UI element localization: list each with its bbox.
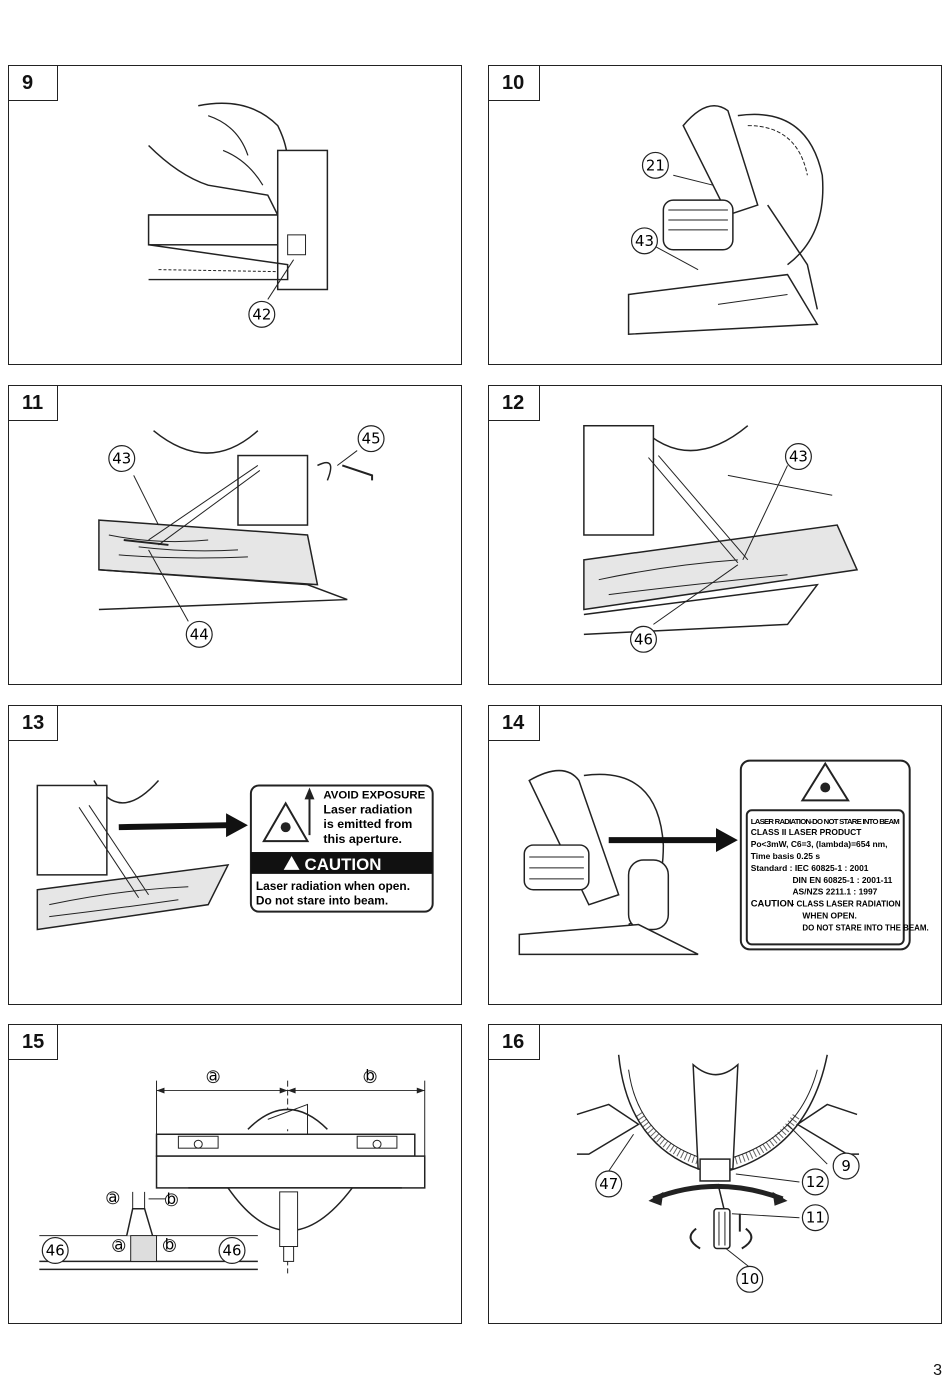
- dim-a-top: a: [209, 1067, 218, 1085]
- callout-12: 12: [806, 1173, 825, 1191]
- page-number: 3: [933, 1362, 942, 1379]
- label14-caution: CAUTION: [751, 898, 794, 909]
- label-caution: CAUTION: [305, 855, 382, 874]
- callout-46-right: 46: [223, 1241, 242, 1259]
- figure-16-panel: 47 9 12 11 10: [488, 1024, 942, 1324]
- label14-line-9: WHEN OPEN.: [802, 911, 856, 921]
- label14-line-6: DIN EN 60825-1 : 2001-11: [792, 875, 892, 885]
- label-line-1: Laser radiation: [323, 802, 412, 816]
- callout-46-left: 46: [46, 1241, 65, 1259]
- figure-11-panel: 43 45 44: [8, 385, 462, 685]
- figure-14-illustration: LASER RADIATION-DO NOT STARE INTO BEAM C…: [518, 759, 929, 956]
- figure-14-number: 14: [488, 705, 540, 741]
- callout-9: 9: [841, 1157, 850, 1175]
- figure-9-panel: 42: [8, 65, 462, 365]
- figure-11-number: 11: [8, 385, 58, 421]
- dim-a-bottom: a: [114, 1235, 123, 1253]
- label14-line-5: Standard : IEC 60825-1 : 2001: [751, 863, 869, 873]
- dim-b-top: b: [365, 1067, 374, 1085]
- callout-47: 47: [599, 1175, 618, 1193]
- label14-line-10: DO NOT STARE INTO THE BEAM.: [802, 923, 928, 932]
- figure-13-number: 13: [8, 705, 58, 741]
- callout-43: 43: [112, 449, 131, 467]
- callout-43: 43: [789, 447, 808, 465]
- callout-44: 44: [190, 625, 209, 643]
- callout-45: 45: [362, 430, 381, 448]
- dim-b-small: b: [167, 1190, 176, 1208]
- figure-9-illustration: 42: [147, 102, 329, 328]
- label-avoid-exposure: AVOID EXPOSURE: [323, 789, 425, 801]
- figure-13-illustration: AVOID EXPOSURE Laser radiation is emitte…: [36, 780, 434, 931]
- callout-11: 11: [806, 1209, 825, 1227]
- figure-15-number: 15: [8, 1024, 58, 1060]
- figure-11-illustration: 43 45 44: [98, 425, 385, 648]
- label14-line-1: LASER RADIATION-DO NOT STARE INTO BEAM: [751, 817, 900, 826]
- label14-line-7: AS/NZS 2211.1 : 1997: [792, 887, 877, 897]
- callout-42: 42: [252, 305, 271, 323]
- label14-line-8: - CLASS LASER RADIATION: [791, 900, 900, 909]
- figure-10-panel: 21 43: [488, 65, 942, 365]
- label-bottom-1: Laser radiation when open.: [256, 879, 410, 893]
- callout-43: 43: [635, 232, 654, 250]
- callout-10: 10: [740, 1270, 759, 1288]
- figure-15-panel: a b a b a b 46 46: [8, 1024, 462, 1324]
- label-bottom-2: Do not stare into beam.: [256, 894, 388, 908]
- figure-15-illustration: a b a b a b 46 46: [39, 1067, 426, 1274]
- figure-9-number: 9: [8, 65, 58, 101]
- label-line-2: is emitted from: [323, 817, 412, 831]
- label14-line-2: CLASS II LASER PRODUCT: [751, 827, 862, 837]
- figure-12-number: 12: [488, 385, 540, 421]
- figure-10-number: 10: [488, 65, 540, 101]
- label14-line-3: Po<3mW, C6=3, (lambda)=654 nm,: [751, 839, 888, 849]
- figure-12-illustration: 43 46: [583, 424, 859, 653]
- figure-16-illustration: 47 9 12 11 10: [576, 1054, 860, 1293]
- label-line-3: this aperture.: [323, 832, 402, 846]
- dim-b-bottom: b: [165, 1235, 174, 1253]
- label14-line-4: Time basis 0.25 s: [751, 851, 821, 861]
- callout-46: 46: [634, 630, 653, 648]
- figure-12-panel: 43 46: [488, 385, 942, 685]
- callout-21: 21: [646, 156, 665, 174]
- figure-10-illustration: 21 43: [627, 105, 824, 335]
- figure-13-panel: AVOID EXPOSURE Laser radiation is emitte…: [8, 705, 462, 1005]
- figure-16-number: 16: [488, 1024, 540, 1060]
- figure-14-panel: LASER RADIATION-DO NOT STARE INTO BEAM C…: [488, 705, 942, 1005]
- dim-a-small: a: [108, 1188, 117, 1206]
